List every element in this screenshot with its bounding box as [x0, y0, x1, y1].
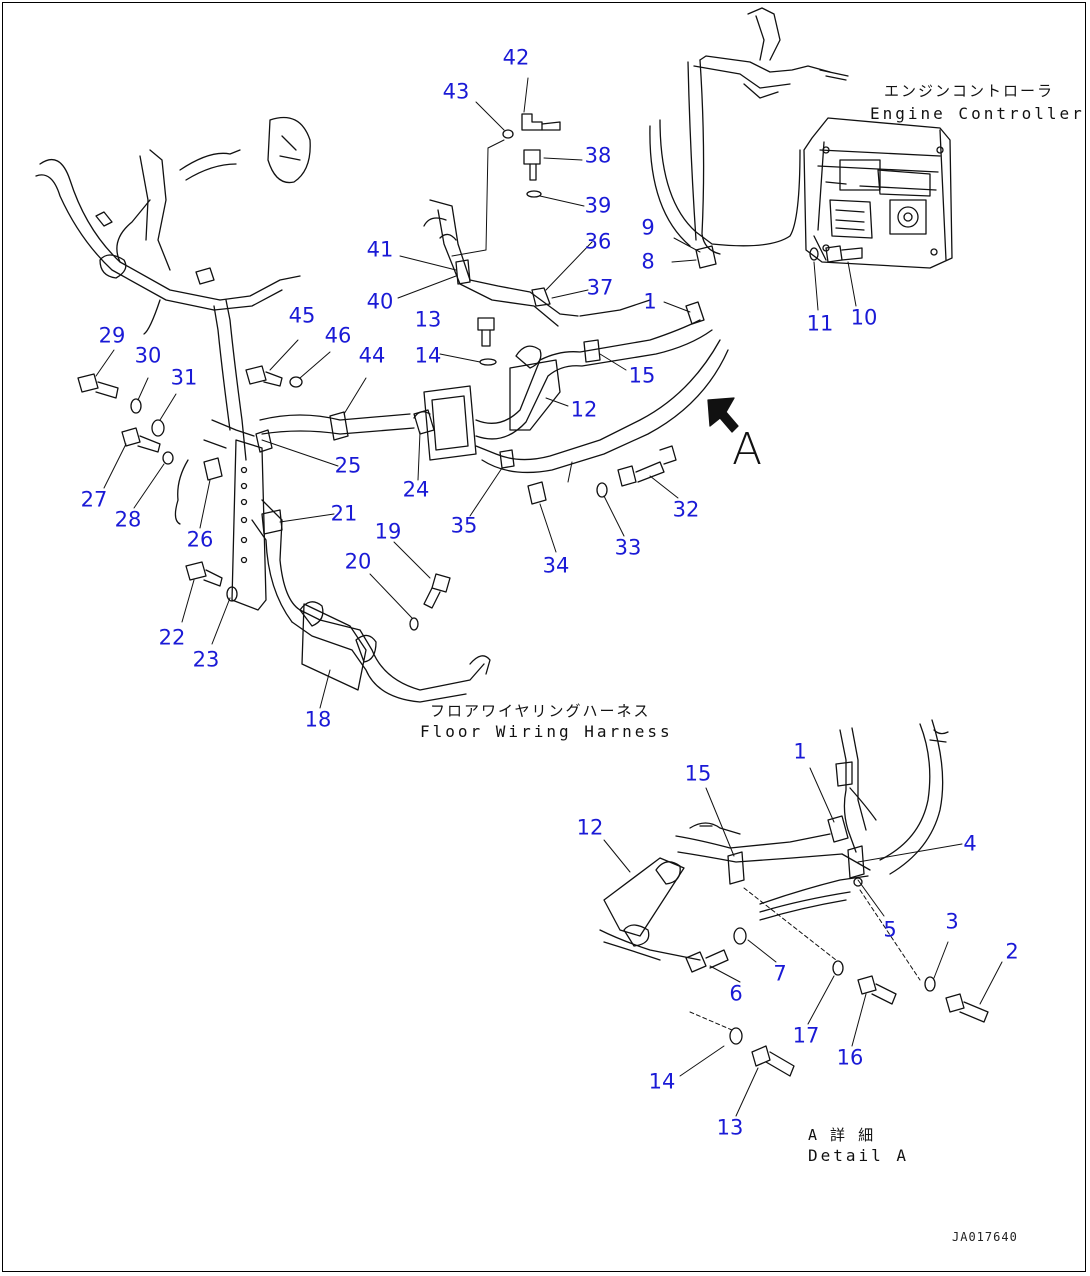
floor-harness-caption-en-wrap: Floor Wiring Harness: [420, 722, 673, 741]
engine-controller-caption-en: Engine Controller: [870, 104, 1085, 123]
detail-callout-4: 4: [963, 831, 977, 856]
callout-9: 9: [641, 215, 655, 240]
callout-15: 15: [628, 363, 656, 388]
callout-33: 33: [614, 535, 642, 560]
callout-31: 31: [170, 365, 198, 390]
callout-23: 23: [192, 647, 220, 672]
engine-controller-drawing: [803, 117, 953, 269]
detail-callout-5: 5: [883, 917, 897, 942]
callout-40: 40: [366, 289, 394, 314]
leader-lines-main: [95, 77, 857, 709]
callout-42: 42: [502, 45, 530, 70]
detail-callout-7: 7: [773, 961, 787, 986]
callout-27: 27: [80, 487, 108, 512]
drawing-number: JA017640: [952, 1230, 1018, 1244]
detail-callout-16: 16: [836, 1045, 864, 1070]
callout-1: 1: [643, 289, 657, 314]
callout-44: 44: [358, 343, 386, 368]
callout-22: 22: [158, 625, 186, 650]
callout-30: 30: [134, 343, 162, 368]
callout-14: 14: [414, 343, 442, 368]
engine-controller-caption: エンジンコントローラ: [884, 80, 1054, 101]
floor-harness-caption-jp: フロアワイヤリングハーネス: [430, 702, 651, 720]
detail-a-caption-jp: A 詳 細: [808, 1126, 876, 1144]
callout-36: 36: [584, 229, 612, 254]
view-arrow-icon: [707, 397, 739, 433]
detail-a-caption-en-wrap: Detail A: [808, 1146, 909, 1165]
detail-callout-13: 13: [716, 1115, 744, 1140]
callout-28: 28: [114, 507, 142, 532]
detail-callout-6: 6: [729, 981, 743, 1006]
detail-callout-2: 2: [1005, 939, 1019, 964]
callout-38: 38: [584, 143, 612, 168]
detail-callout-12: 12: [576, 815, 604, 840]
callout-24: 24: [402, 477, 430, 502]
callout-35: 35: [450, 513, 478, 538]
detail-callout-14: 14: [648, 1069, 676, 1094]
engine-controller-caption-en-wrap: Engine Controller: [870, 104, 1085, 123]
detail-a-caption-en: Detail A: [808, 1146, 910, 1165]
detail-a-drawing: [599, 719, 989, 1077]
callout-11: 11: [806, 311, 834, 336]
callout-46: 46: [324, 323, 352, 348]
callout-43: 43: [442, 79, 470, 104]
callout-37: 37: [586, 275, 614, 300]
engine-controller-caption-jp: エンジンコントローラ: [884, 82, 1055, 100]
callout-12: 12: [570, 397, 598, 422]
callout-8: 8: [641, 249, 655, 274]
detail-callout-3: 3: [945, 909, 959, 934]
detail-a-caption: A 詳 細: [808, 1124, 875, 1145]
callout-18: 18: [304, 707, 332, 732]
view-a-label: A: [732, 424, 763, 475]
detail-callout-15: 15: [684, 761, 712, 786]
callout-25: 25: [334, 453, 362, 478]
mounting-bracket: [203, 419, 267, 611]
callout-26: 26: [186, 527, 214, 552]
leader-lines-detail: [603, 767, 1003, 1117]
callout-45: 45: [288, 303, 316, 328]
detail-callout-1: 1: [793, 739, 807, 764]
callout-32: 32: [672, 497, 700, 522]
floor-harness-caption-en: Floor Wiring Harness: [420, 722, 673, 741]
callout-10: 10: [850, 305, 878, 330]
callout-29: 29: [98, 323, 126, 348]
callout-41: 41: [366, 237, 394, 262]
callout-39: 39: [584, 193, 612, 218]
detail-callout-17: 17: [792, 1023, 820, 1048]
callout-20: 20: [344, 549, 372, 574]
callout-34: 34: [542, 553, 570, 578]
callout-21: 21: [330, 501, 358, 526]
floor-harness-caption: フロアワイヤリングハーネス: [430, 700, 651, 721]
floor-harness-main: [251, 199, 729, 703]
upper-left-harness: [35, 116, 311, 525]
callout-13: 13: [414, 307, 442, 332]
callout-19: 19: [374, 519, 402, 544]
